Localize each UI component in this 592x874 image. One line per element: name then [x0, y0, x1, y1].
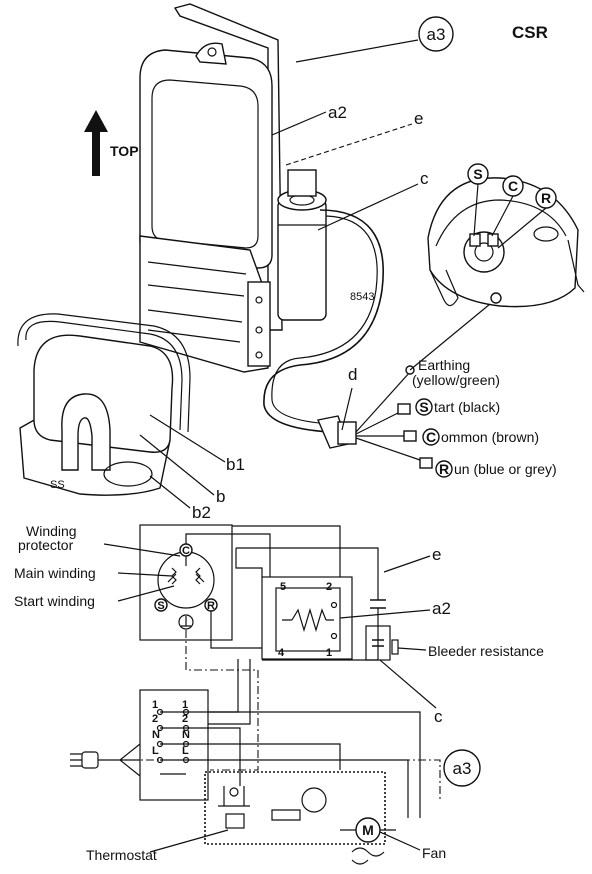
label-bleeder-resistance: Bleeder resistance	[428, 643, 544, 659]
terminal-cap-labels: S C R	[467, 163, 557, 249]
legend-start: tart (black)	[434, 399, 500, 415]
label-thermostat: Thermostat	[86, 847, 157, 863]
compressor-assembly-illustration: SS	[17, 3, 585, 496]
legend-earthing-color: (yellow/green)	[412, 372, 500, 388]
label-main-winding: Main winding	[14, 565, 96, 581]
svg-text:SS: SS	[50, 479, 65, 491]
tb-right-1: 1	[182, 699, 188, 711]
c-callout-top: c	[420, 169, 429, 188]
legend-r-marker: R	[439, 461, 449, 477]
relay-pin-5: 5	[280, 581, 286, 593]
label-start-winding: Start winding	[14, 593, 95, 609]
label-fan: Fan	[422, 845, 446, 861]
tb-left-2: 2	[152, 713, 158, 725]
wiring-schematic: C S R 5 2 4 1 1 1 2	[70, 524, 441, 865]
tb-left-n: N	[152, 729, 160, 741]
schematic-terminal-c: C	[182, 545, 190, 557]
b2-callout: b2	[192, 503, 211, 522]
reference-number: 8543	[350, 291, 374, 303]
tb-right-n: N	[182, 729, 190, 741]
b-callout: b	[216, 487, 225, 506]
tb-left-l: L	[152, 745, 159, 757]
top-label: TOP	[110, 143, 139, 159]
a3-callout-circle	[418, 16, 454, 52]
label-winding: Winding	[26, 523, 77, 539]
a2-callout-schematic: a2	[432, 599, 451, 618]
legend-common: ommon (brown)	[441, 429, 539, 445]
a2-callout-top: a2	[328, 103, 347, 122]
c-callout-schematic: c	[434, 707, 443, 726]
schematic-terminal-r: R	[207, 600, 215, 612]
cap-terminal-s: S	[473, 166, 482, 182]
legend-s-marker: S	[419, 399, 428, 415]
wiring-legend: Earthing (yellow/green) S tart (black) C…	[412, 357, 557, 478]
cap-terminal-r: R	[541, 190, 551, 206]
label-protector: protector	[18, 537, 74, 553]
a3-schematic-circle	[443, 749, 481, 787]
schematic-terminal-s: S	[157, 600, 164, 612]
e-callout-top: e	[414, 109, 423, 128]
a3-callout-schematic: a3	[453, 759, 472, 778]
relay-pin-4: 4	[278, 647, 285, 659]
legend-earthing: Earthing	[418, 357, 470, 373]
b1-callout: b1	[226, 455, 245, 474]
relay-pin-2: 2	[326, 581, 332, 593]
legend-c-marker: C	[426, 429, 436, 445]
tb-left-1: 1	[152, 699, 158, 711]
e-callout-schematic: e	[432, 545, 441, 564]
fan-motor-symbol: M	[362, 822, 374, 838]
cap-terminal-c: C	[508, 178, 518, 194]
tb-right-2: 2	[182, 713, 188, 725]
legend-run: un (blue or grey)	[454, 461, 557, 477]
model-title: CSR	[512, 23, 548, 42]
relay-pin-1: 1	[326, 647, 332, 659]
tb-right-l: L	[182, 745, 189, 757]
d-callout: d	[348, 365, 357, 384]
a3-callout-top: a3	[427, 25, 446, 44]
